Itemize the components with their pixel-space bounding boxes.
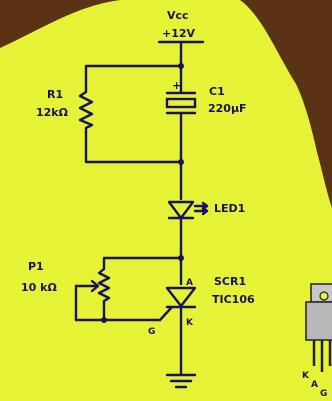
- wiper-arrow-icon: [74, 279, 100, 322]
- vcc-label: Vcc: [167, 9, 189, 22]
- p1-wire-top: [102, 256, 183, 268]
- potentiometer-p1-icon: [97, 264, 111, 306]
- scr1-name: SCR1: [214, 275, 246, 288]
- ground-icon: [165, 373, 197, 389]
- package-pin-g: G: [320, 389, 327, 399]
- scr-pin-anode: A: [186, 278, 193, 288]
- scr1-part: TIC106: [212, 293, 255, 306]
- package-pin-k: K: [302, 371, 310, 381]
- r1-value: 12kΩ: [36, 106, 69, 119]
- r1-name: R1: [47, 88, 63, 101]
- tic106-package-icon: [305, 283, 332, 372]
- package-pin-a: A: [311, 380, 318, 390]
- r1-wire-top: [84, 64, 183, 90]
- junction-c1: [178, 159, 184, 165]
- c1-polarity: +: [172, 79, 181, 92]
- supply-voltage-label: +12V: [162, 27, 196, 40]
- c1-name: C1: [209, 85, 225, 98]
- p1-value: 10 kΩ: [21, 281, 57, 294]
- resistor-r1-icon: [78, 86, 94, 134]
- scr-pin-cathode: K: [186, 318, 194, 328]
- p1-name: P1: [28, 260, 44, 273]
- r1-wire-bottom: [84, 130, 183, 164]
- led1-name: LED1: [214, 202, 245, 215]
- c1-value: 220µF: [208, 102, 247, 115]
- scr-pin-gate: G: [148, 327, 155, 337]
